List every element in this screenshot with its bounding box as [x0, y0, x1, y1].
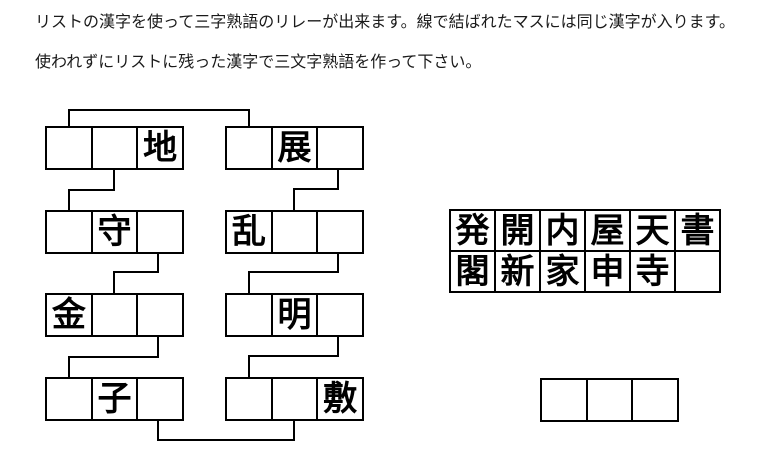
word-box-R1: 展	[225, 126, 364, 170]
puzzle-cell[interactable]	[90, 128, 137, 168]
answer-cell[interactable]	[631, 380, 677, 420]
kanji-list-item: 開	[494, 209, 541, 252]
kanji-list-item: 家	[539, 250, 586, 293]
puzzle-cell[interactable]	[316, 212, 362, 252]
puzzle-cell[interactable]	[270, 212, 317, 252]
puzzle-cell[interactable]	[227, 379, 271, 419]
kanji-list-item: 寺	[629, 250, 676, 293]
word-box-L4: 子	[45, 377, 184, 421]
puzzle-cell-given: 明	[270, 295, 317, 335]
kanji-list-item: 書	[674, 209, 721, 252]
puzzle-cell-given: 敷	[316, 379, 362, 419]
instruction-line-2: 使われずにリストに残った漢字で三文字熟語を作って下さい。	[35, 52, 482, 71]
puzzle-cell[interactable]	[136, 212, 182, 252]
kanji-list-item: 内	[539, 209, 586, 252]
puzzle-cell[interactable]	[136, 379, 182, 419]
kanji-list-item: 申	[584, 250, 631, 293]
puzzle-cell[interactable]	[47, 128, 91, 168]
word-box-R3: 明	[225, 293, 364, 337]
kanji-list-grid: 発 開 内 屋 天 書 閣 新 家 申 寺	[449, 209, 721, 293]
answer-box	[540, 378, 679, 422]
puzzle-cell[interactable]	[316, 295, 362, 335]
puzzle-cell[interactable]	[227, 295, 271, 335]
puzzle-cell[interactable]	[270, 379, 317, 419]
word-box-R4: 敷	[225, 377, 364, 421]
connector-L2-L3	[113, 252, 159, 295]
instruction-line-1: リストの漢字を使って三字熟語のリレーが出来ます。線で結ばれたマスには同じ漢字が入…	[35, 12, 736, 31]
connector-L1-L2	[68, 168, 115, 212]
puzzle-cell[interactable]	[47, 212, 91, 252]
kanji-list-item-empty	[674, 250, 721, 293]
answer-cell[interactable]	[585, 380, 632, 420]
puzzle-cell[interactable]	[90, 295, 137, 335]
kanji-list-item: 新	[494, 250, 541, 293]
kanji-list-row: 発 開 内 屋 天 書	[449, 209, 721, 252]
connector-R1-R2	[293, 168, 339, 212]
kanji-list-item: 閣	[449, 250, 496, 293]
puzzle-cell[interactable]	[47, 379, 91, 419]
word-box-L2: 守	[45, 210, 184, 254]
connector-L3-L4	[68, 335, 159, 379]
puzzle-cell[interactable]	[227, 128, 271, 168]
puzzle-cell[interactable]	[316, 128, 362, 168]
puzzle-cell[interactable]	[136, 295, 182, 335]
puzzle-cell-given: 守	[90, 212, 137, 252]
puzzle-cell-given: 展	[270, 128, 317, 168]
connector-R2-R3	[248, 252, 339, 295]
puzzle-cell-given: 乱	[231, 212, 266, 252]
word-box-R2: 乱	[225, 210, 364, 254]
connector-bottom	[157, 419, 295, 441]
word-box-L3: 金	[45, 293, 184, 337]
answer-cell[interactable]	[542, 380, 586, 420]
kanji-list-item: 発	[449, 209, 496, 252]
puzzle-cell-given: 地	[136, 128, 182, 168]
kanji-list-row: 閣 新 家 申 寺	[449, 250, 721, 293]
puzzle-cell-given: 子	[90, 379, 137, 419]
puzzle-cell-given: 金	[51, 295, 86, 335]
connector-R3-R4	[248, 335, 339, 379]
word-box-L1: 地	[45, 126, 184, 170]
kanji-list-item: 天	[629, 209, 676, 252]
kanji-list-item: 屋	[584, 209, 631, 252]
